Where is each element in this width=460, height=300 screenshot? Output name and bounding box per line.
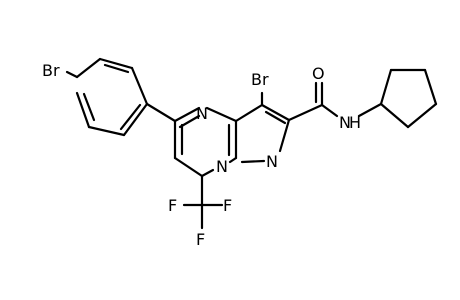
bond	[264, 110, 287, 125]
bond	[103, 63, 130, 74]
atom-label-br-phenyl: Br	[42, 61, 60, 80]
atom-label-br-ring: Br	[251, 70, 269, 89]
atom-label-n-pyrazole: N	[266, 152, 278, 171]
bond	[240, 159, 266, 164]
bond	[173, 106, 201, 123]
bond	[260, 103, 291, 122]
bond	[75, 57, 102, 79]
bond	[320, 103, 339, 118]
bond	[75, 91, 91, 129]
bond	[423, 68, 438, 106]
bond	[178, 114, 201, 129]
bond	[406, 102, 438, 129]
bond	[278, 118, 291, 153]
bond	[379, 102, 410, 129]
bond	[98, 57, 134, 70]
bond	[122, 102, 149, 137]
atom-labels: Br N Br N N O N H F F F	[42, 61, 361, 249]
bond	[65, 70, 79, 79]
bonds	[65, 57, 438, 230]
bond	[357, 102, 383, 118]
bond	[379, 68, 393, 106]
atom-label-f-bottom: F	[196, 230, 205, 249]
bond	[87, 125, 126, 137]
bond	[287, 103, 324, 122]
bond	[173, 156, 204, 178]
bond	[119, 103, 142, 131]
atom-label-n-ring: N	[196, 104, 208, 123]
bond	[205, 106, 238, 123]
atom-label-nh-amide: N	[339, 113, 351, 132]
atom-label-f-right: F	[223, 196, 232, 215]
bond	[130, 66, 149, 106]
bond	[145, 102, 177, 123]
bond	[82, 92, 96, 122]
bond	[200, 168, 215, 178]
bond	[234, 103, 264, 123]
atom-label-o-carbonyl: O	[312, 64, 325, 83]
atom-label-f-left: F	[168, 196, 177, 215]
atom-label-h-amide: H	[349, 113, 361, 132]
bond	[228, 156, 238, 164]
atom-label-n-bridge: N	[216, 157, 228, 176]
